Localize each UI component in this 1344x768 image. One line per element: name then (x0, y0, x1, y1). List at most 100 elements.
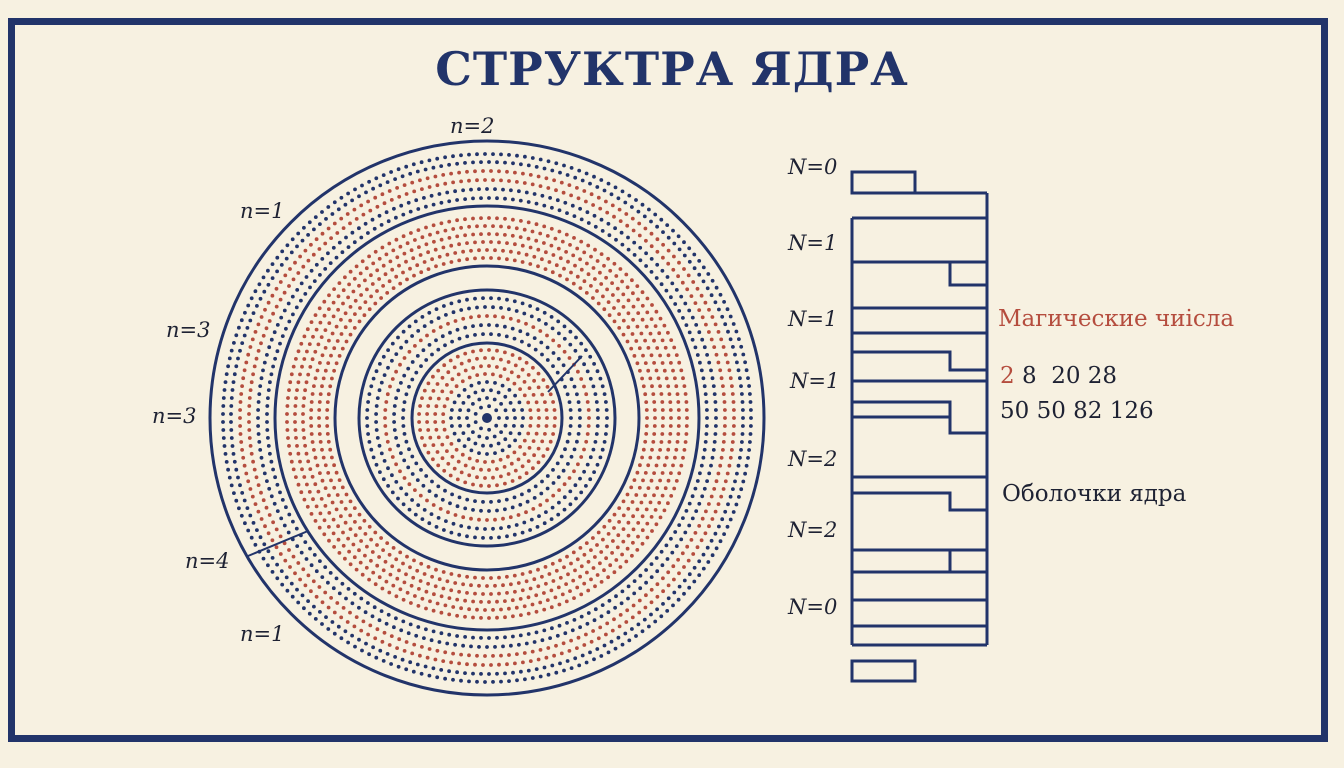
nucleon-dot (404, 164, 409, 169)
nucleon-dot (575, 646, 579, 650)
nucleon-dot (317, 432, 322, 436)
nucleon-dot (394, 557, 399, 562)
nucleon-dot (473, 240, 477, 245)
nucleon-dot (666, 447, 671, 452)
nucleon-dot (495, 323, 499, 328)
nucleon-dot (463, 368, 468, 373)
nucleon-dot (528, 424, 533, 428)
nucleon-dot (463, 598, 467, 603)
nucleon-dot (557, 488, 561, 492)
nucleon-dot (599, 550, 604, 554)
nucleon-dot (507, 388, 512, 392)
nucleon-dot (528, 304, 532, 308)
nucleon-dot (626, 247, 631, 252)
nucleon-dot (460, 452, 465, 457)
nucleon-dot (285, 243, 290, 248)
nucleon-dot (422, 196, 426, 200)
nucleon-dot (508, 431, 513, 435)
nucleon-dot (483, 178, 487, 182)
nucleon-dot (525, 499, 530, 504)
nucleon-dot (370, 550, 375, 554)
nucleon-dot (639, 500, 644, 505)
nucleon-dot (568, 489, 573, 494)
nucleon-dot (552, 424, 557, 428)
nucleon-dot (258, 448, 263, 452)
nucleon-dot (275, 323, 280, 327)
nucleon-dot (248, 487, 253, 491)
nucleon-dot (649, 353, 654, 358)
nucleon-dot (602, 392, 607, 396)
nucleon-dot (331, 531, 336, 536)
nucleon-dot (457, 573, 462, 578)
nucleon-dot (522, 452, 527, 456)
nucleon-dot (238, 348, 242, 353)
nucleon-dot (679, 368, 684, 373)
nucleon-dot (314, 327, 319, 332)
nucleon-dot (343, 325, 348, 330)
nucleon-dot (575, 186, 579, 190)
nucleon-dot (637, 485, 642, 490)
nucleon-dot (649, 562, 654, 566)
nucleus-center (482, 413, 492, 423)
nucleon-dot (686, 273, 691, 278)
nucleon-dot (598, 206, 603, 211)
nucleon-dot (584, 541, 589, 545)
nucleon-dot (318, 610, 322, 614)
nucleon-dot (692, 266, 697, 271)
nucleon-dot (374, 404, 379, 408)
nucleon-dot (660, 338, 665, 343)
nucleon-dot (567, 476, 572, 480)
nucleon-dot (435, 230, 440, 235)
nucleon-dot (238, 408, 243, 412)
nucleon-dot (313, 313, 318, 317)
nucleon-dot (574, 496, 578, 501)
nucleon-dot (649, 270, 654, 274)
nucleon-dot (527, 343, 531, 348)
nucleon-dot (655, 582, 660, 587)
nucleon-dot (677, 309, 682, 313)
nucleon-dot (346, 587, 351, 591)
nucleon-dot (275, 255, 280, 260)
nucleon-dot (634, 634, 638, 638)
nucleon-dot (664, 376, 669, 381)
nucleon-dot (731, 400, 736, 404)
nucleon-dot (322, 313, 327, 318)
nucleon-dot (294, 396, 298, 400)
nucleon-dot (489, 388, 493, 393)
nucleon-dot (537, 416, 541, 420)
nucleon-dot (467, 358, 472, 363)
nucleon-dot (252, 364, 257, 369)
nucleon-dot (248, 444, 253, 448)
nucleon-dot (521, 416, 525, 420)
nucleon-dot (459, 606, 463, 611)
nucleon-dot (337, 591, 342, 596)
nucleon-dot (740, 440, 744, 444)
nucleon-dot (636, 521, 641, 525)
nucleon-dot (675, 392, 680, 396)
nucleon-dot (722, 532, 726, 536)
nucleon-dot (567, 400, 572, 404)
nucleon-dot (340, 485, 345, 490)
nucleon-dot (331, 586, 336, 591)
nucleon-dot (672, 577, 676, 582)
nucleon-dot (559, 454, 564, 459)
nucleon-dot (353, 312, 357, 316)
nucleon-dot (582, 643, 587, 647)
nucleon-dot (535, 307, 540, 311)
nucleon-dot (593, 392, 598, 396)
nucleon-dot (442, 304, 446, 308)
nucleon-dot (227, 475, 232, 480)
nucleon-dot (477, 451, 481, 455)
nucleon-dot (505, 297, 509, 302)
nucleon-dot (439, 237, 444, 242)
nucleon-dot (661, 602, 665, 606)
nucleon-dot (409, 231, 413, 235)
nucleon-dot (436, 347, 441, 352)
nucleon-dot (330, 455, 334, 460)
nucleon-dot (447, 236, 452, 240)
nucleon-dot (568, 424, 573, 428)
nucleon-dot (626, 520, 631, 525)
nucleon-dot (673, 302, 678, 306)
nucleon-dot (550, 270, 555, 275)
nucleon-dot (677, 571, 681, 576)
